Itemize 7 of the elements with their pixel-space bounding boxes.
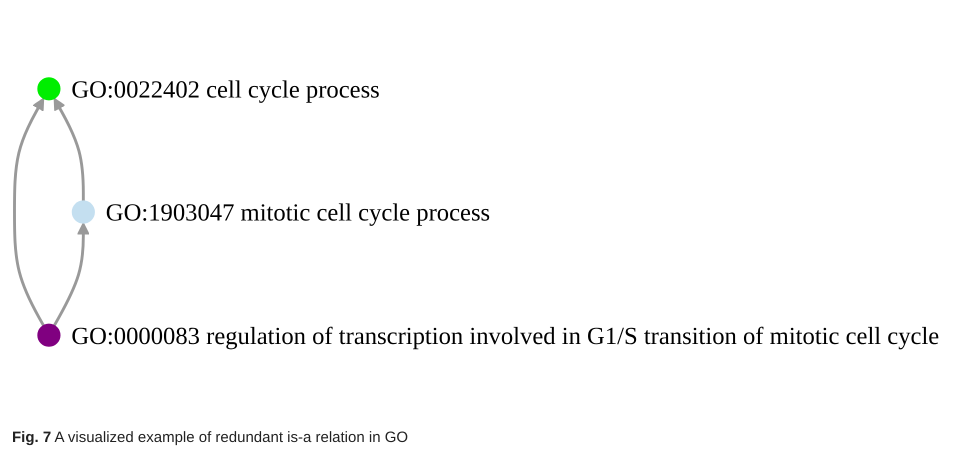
node-label: GO:0022402 cell cycle process	[71, 76, 380, 104]
figure-caption: Fig. 7 A visualized example of redundant is-a relation in GO	[12, 429, 410, 446]
arrow	[13, 98, 45, 326]
node-label: GO:0000083 regulation of transcription involved in G1/S transition of mitotic cell cycle	[71, 322, 940, 350]
node-label: GO:1903047 mitotic cell cycle process	[106, 200, 490, 227]
arrow	[52, 222, 90, 326]
arrow	[54, 98, 85, 202]
